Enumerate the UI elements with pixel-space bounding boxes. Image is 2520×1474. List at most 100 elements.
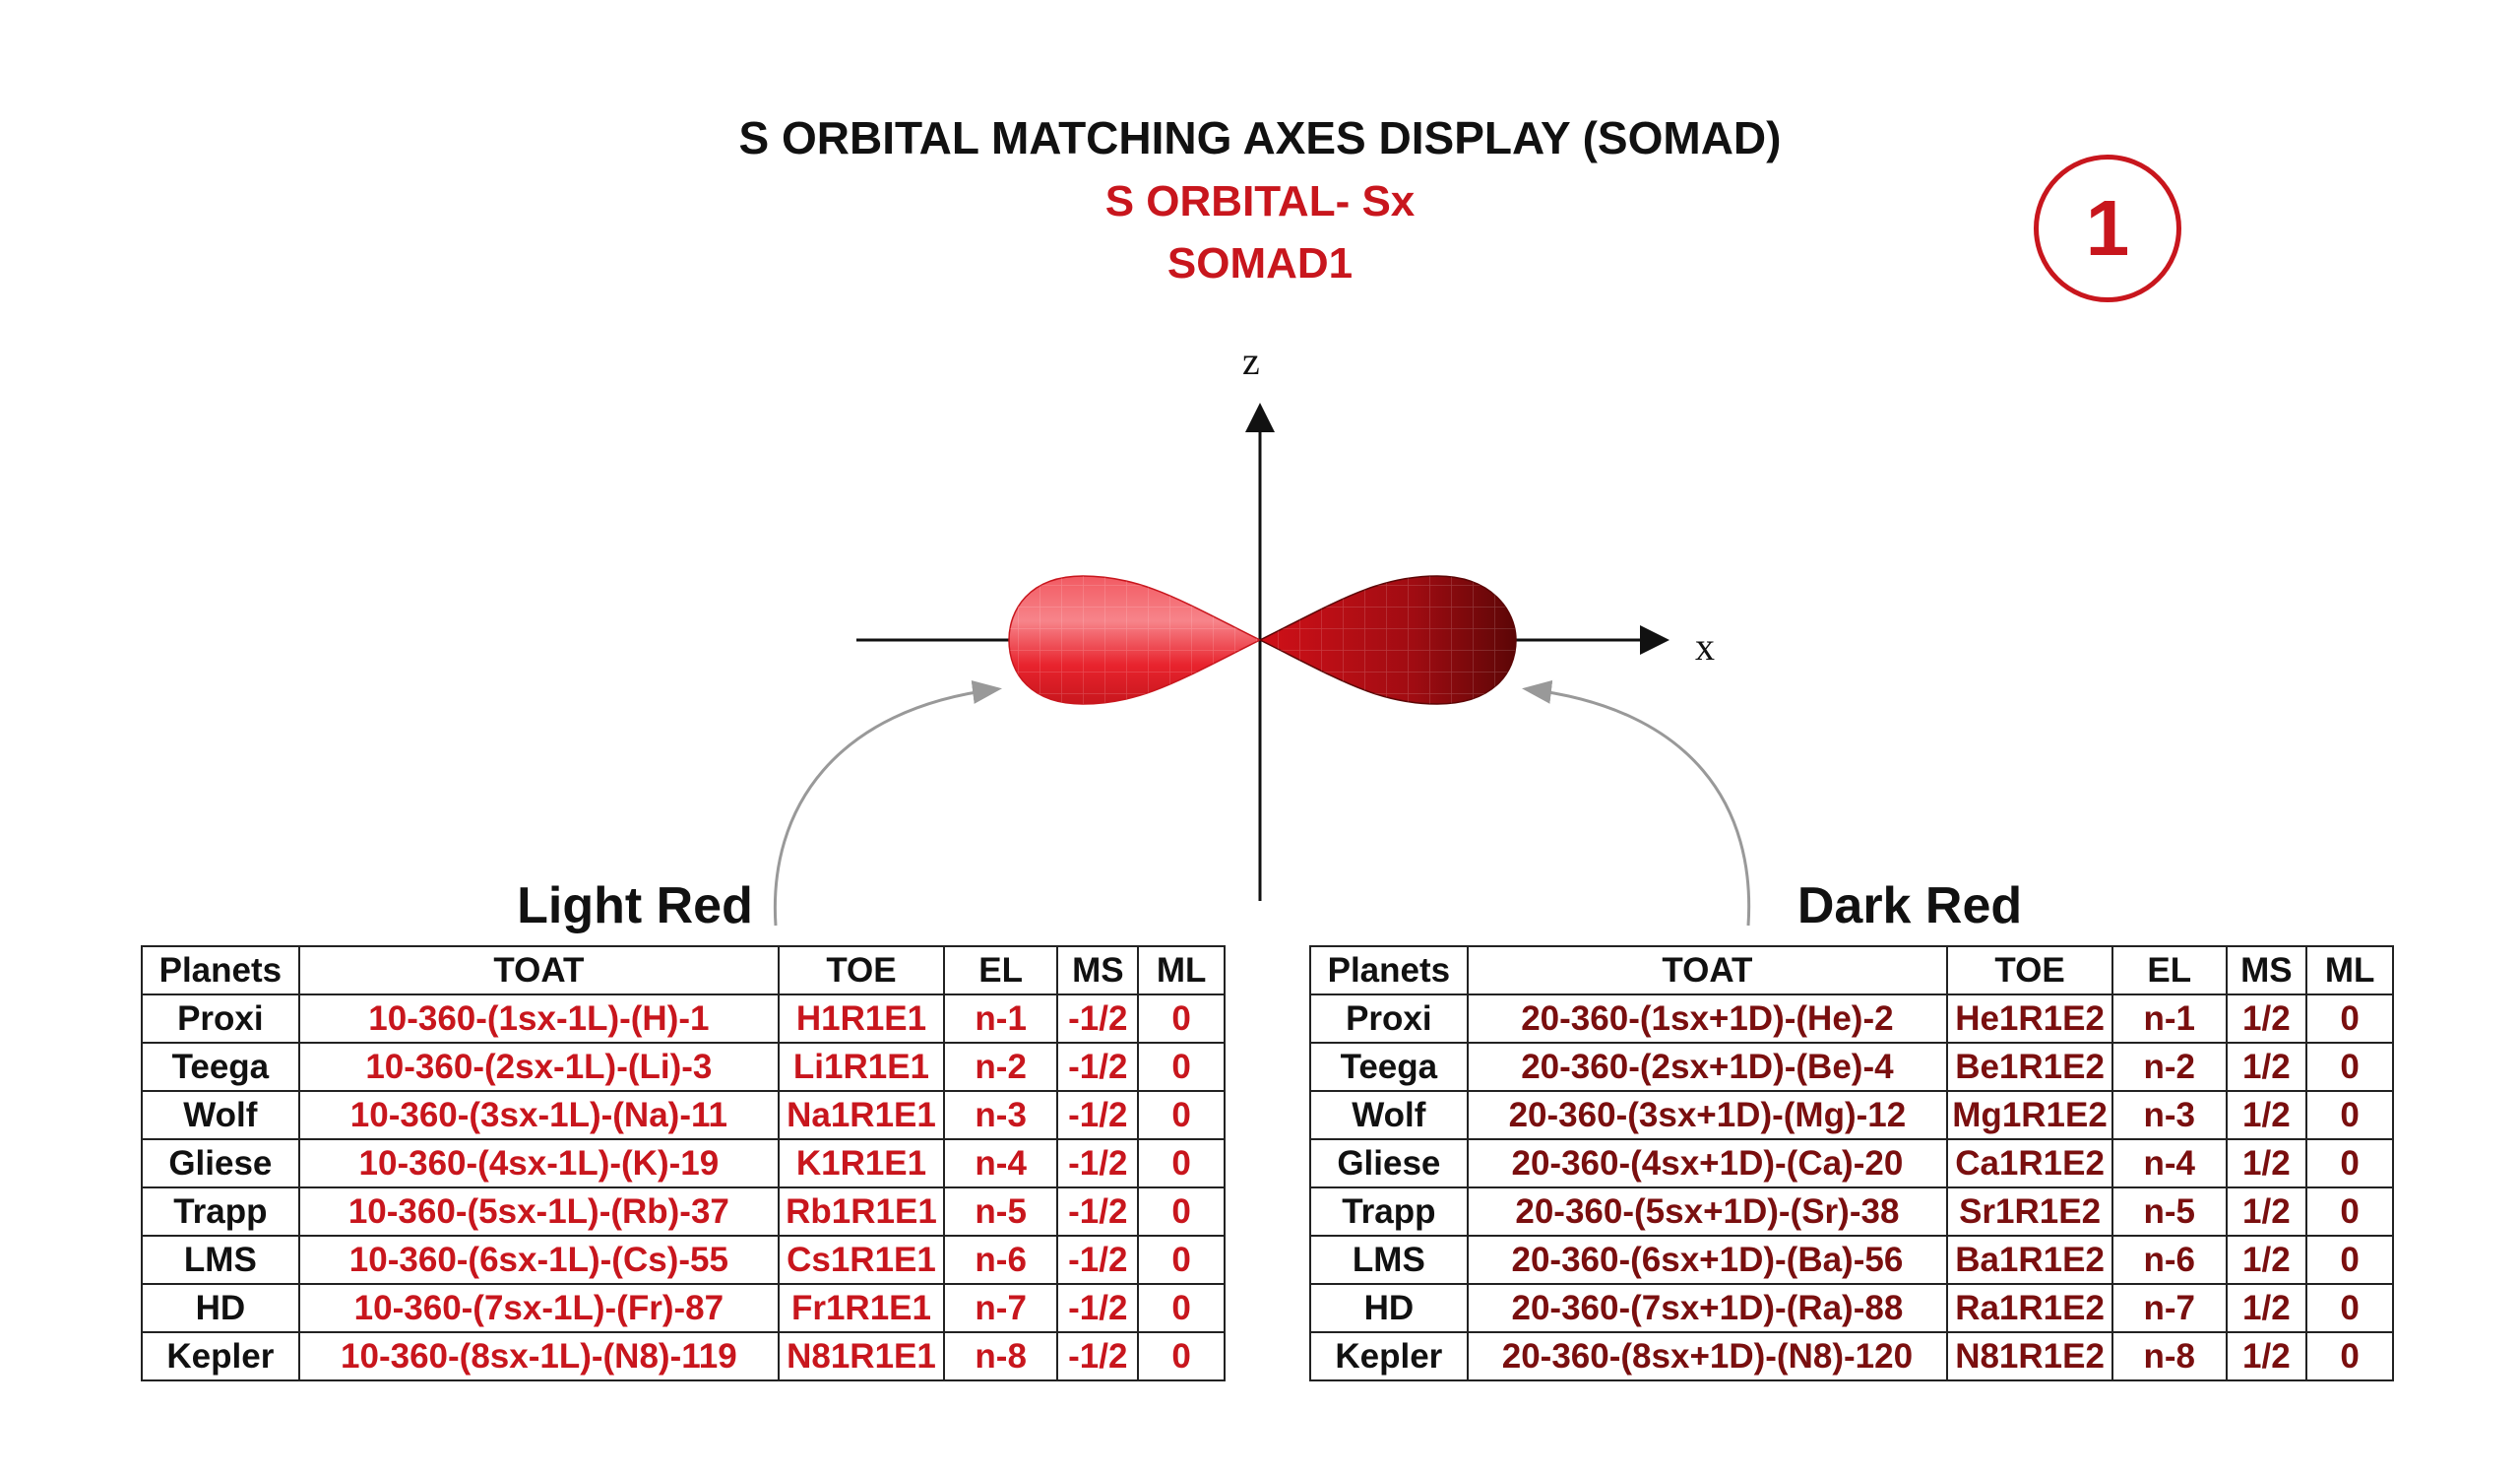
table-cell: -1/2	[1056, 1186, 1140, 1237]
table-cell: -1/2	[1056, 1138, 1140, 1188]
table-cell: Trapp	[1309, 1186, 1469, 1237]
table-cell: 1/2	[2225, 1138, 2308, 1188]
table-cell: H1R1E1	[778, 993, 945, 1044]
table-cell: 20-360-(8sx+1D)-(N8)-120	[1466, 1331, 1949, 1381]
table-cell: 10-360-(7sx-1L)-(Fr)-87	[297, 1283, 781, 1333]
table-cell: 20-360-(3sx+1D)-(Mg)-12	[1466, 1090, 1949, 1140]
table-cell: Mg1R1E2	[1946, 1090, 2114, 1140]
table-cell: Fr1R1E1	[778, 1283, 945, 1333]
table-cell: n-1	[2111, 993, 2228, 1044]
table-cell: -1/2	[1056, 1090, 1140, 1140]
table-cell: n-4	[2111, 1138, 2228, 1188]
dark-red-pointer-arrow	[1522, 679, 1751, 927]
table-cell: N81R1E2	[1946, 1331, 2114, 1381]
table-cell: Teega	[141, 1042, 300, 1092]
table-cell: Be1R1E2	[1946, 1042, 2114, 1092]
table-cell: n-2	[942, 1042, 1059, 1092]
table-cell: 0	[2305, 1186, 2394, 1237]
table-cell: 0	[1137, 993, 1226, 1044]
table-cell: n-3	[942, 1090, 1059, 1140]
table-cell: 0	[2305, 1331, 2394, 1381]
table-cell: 10-360-(2sx-1L)-(Li)-3	[297, 1042, 781, 1092]
table-cell: Wolf	[141, 1090, 300, 1140]
table-cell: 0	[1137, 1138, 1226, 1188]
column-header: ML	[1137, 945, 1226, 995]
table-cell: n-3	[2111, 1090, 2228, 1140]
table-cell: 0	[2305, 1042, 2394, 1092]
table-cell: Sr1R1E2	[1946, 1186, 2114, 1237]
table-cell: 20-360-(1sx+1D)-(He)-2	[1466, 993, 1949, 1044]
table-cell: -1/2	[1056, 993, 1140, 1044]
table-cell: Na1R1E1	[778, 1090, 945, 1140]
column-header: TOAT	[1466, 945, 1949, 995]
column-header: Planets	[141, 945, 300, 995]
column-header: EL	[942, 945, 1059, 995]
table-cell: 1/2	[2225, 1235, 2308, 1285]
column-header: ML	[2305, 945, 2394, 995]
table-cell: Ca1R1E2	[1946, 1138, 2114, 1188]
table-cell: -1/2	[1056, 1235, 1140, 1285]
table-cell: Trapp	[141, 1186, 300, 1237]
table-cell: 0	[1137, 1186, 1226, 1237]
table-cell: 20-360-(2sx+1D)-(Be)-4	[1466, 1042, 1949, 1092]
table-cell: 0	[1137, 1331, 1226, 1381]
x-axis-label: x	[1695, 624, 1715, 669]
page-title: S ORBITAL MATCHING AXES DISPLAY (SOMAD)	[738, 112, 1782, 163]
column-header: TOE	[1946, 945, 2114, 995]
dark-red-title: Dark Red	[1796, 877, 2023, 934]
table-cell: 1/2	[2225, 1042, 2308, 1092]
table-cell: -1/2	[1056, 1331, 1140, 1381]
table-cell: He1R1E2	[1946, 993, 2114, 1044]
table-cell: 10-360-(8sx-1L)-(N8)-119	[297, 1331, 781, 1381]
table-cell: 0	[2305, 1138, 2394, 1188]
table-cell: Li1R1E1	[778, 1042, 945, 1092]
table-cell: 0	[2305, 1235, 2394, 1285]
table-cell: Gliese	[141, 1138, 300, 1188]
table-cell: 10-360-(6sx-1L)-(Cs)-55	[297, 1235, 781, 1285]
table-cell: -1/2	[1056, 1042, 1140, 1092]
table-cell: 0	[2305, 1283, 2394, 1333]
table-cell: Wolf	[1309, 1090, 1469, 1140]
table-cell: Kepler	[1309, 1331, 1469, 1381]
table-cell: n-5	[2111, 1186, 2228, 1237]
column-header: TOAT	[297, 945, 781, 995]
table-cell: LMS	[1309, 1235, 1469, 1285]
table-cell: 10-360-(5sx-1L)-(Rb)-37	[297, 1186, 781, 1237]
number-badge: 1	[2034, 155, 2181, 302]
column-header: MS	[1056, 945, 1140, 995]
table-cell: n-6	[2111, 1235, 2228, 1285]
table-cell: HD	[141, 1283, 300, 1333]
diagram-id: SOMAD1	[1166, 239, 1354, 288]
column-header: Planets	[1309, 945, 1469, 995]
table-cell: Ra1R1E2	[1946, 1283, 2114, 1333]
table-cell: Proxi	[1309, 993, 1469, 1044]
table-cell: n-4	[942, 1138, 1059, 1188]
table-cell: 1/2	[2225, 1283, 2308, 1333]
table-cell: n-7	[942, 1283, 1059, 1333]
table-cell: Ba1R1E2	[1946, 1235, 2114, 1285]
table-cell: n-8	[2111, 1331, 2228, 1381]
table-cell: 1/2	[2225, 1090, 2308, 1140]
table-cell: Kepler	[141, 1331, 300, 1381]
light-red-pointer-arrow	[773, 680, 1002, 927]
table-cell: 0	[1137, 1090, 1226, 1140]
table-cell: HD	[1309, 1283, 1469, 1333]
column-header: EL	[2111, 945, 2228, 995]
table-cell: n-1	[942, 993, 1059, 1044]
table-cell: Cs1R1E1	[778, 1235, 945, 1285]
table-cell: Rb1R1E1	[778, 1186, 945, 1237]
